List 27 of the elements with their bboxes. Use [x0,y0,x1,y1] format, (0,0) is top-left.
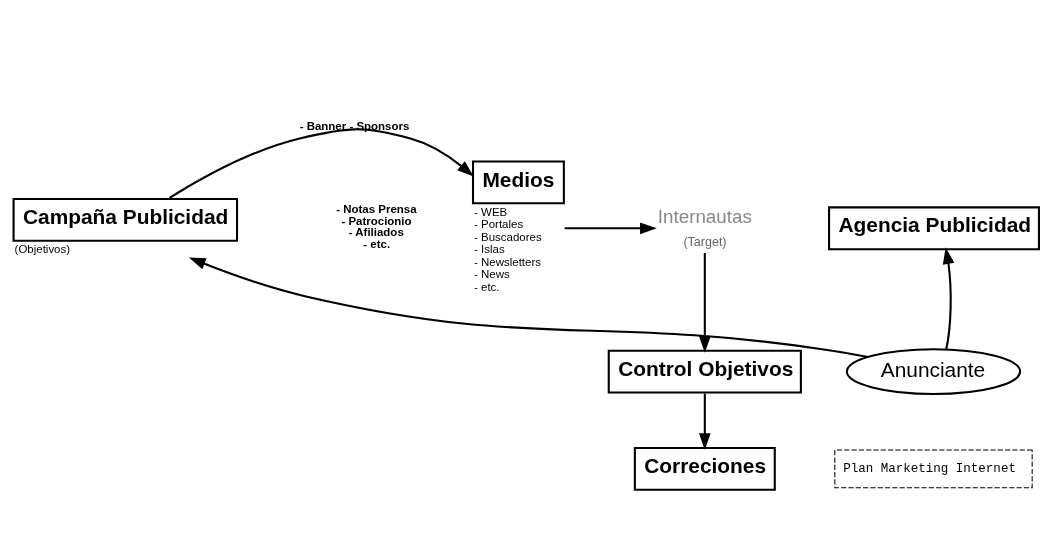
node-box: Agencia Publicidad [828,206,1040,251]
arrow [942,247,955,350]
node-label: - Buscadores [474,230,542,243]
node-label: - Newsletters [474,255,541,268]
node-box: Campaña Publicidad [12,198,239,242]
node-label: - etc. [474,280,500,293]
node-box: Correciones [633,446,776,491]
node-text: Internautas [657,206,752,228]
node-label: - Islas [474,243,505,256]
arrow [188,257,869,358]
node-box: Medios [471,160,565,205]
arrow [169,128,474,199]
arrow [698,252,711,353]
label: - etc. [363,237,391,250]
arrow [698,393,711,450]
label: - Afiliados [348,226,404,239]
label: - Patrocionio [341,214,412,227]
node-ellipse: Anunciante [845,348,1022,395]
node-box: Control Objetivos [607,349,802,394]
node-label: (Objetivos) [14,243,71,256]
node-label: - Portales [474,218,524,231]
label: - Notas Prensa [336,203,417,216]
arrow [564,222,657,235]
node-label: (Target) [683,234,727,249]
node-box: Plan Marketing Internet [834,449,1033,489]
node-label: - WEB [474,205,508,218]
node-label: - News [474,268,510,281]
